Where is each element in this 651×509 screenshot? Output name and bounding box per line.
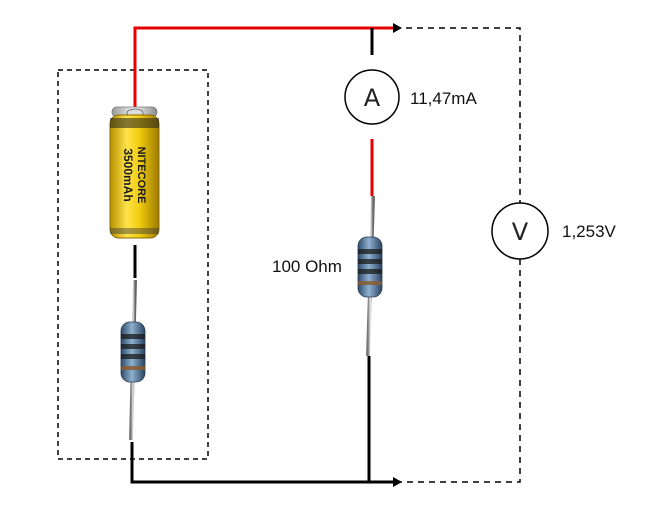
ammeter: A <box>344 69 400 125</box>
voltmeter: V <box>491 202 549 260</box>
voltmeter-reading: 1,253V <box>562 222 617 241</box>
voltmeter-symbol: V <box>512 218 529 246</box>
arrow-top-icon <box>393 23 402 33</box>
ammeter-reading: 11,47mA <box>410 89 477 108</box>
load-resistor-label: 100 Ohm <box>272 257 342 276</box>
voltmeter-leads <box>395 27 521 483</box>
battery-capacity: 3500mAh <box>121 148 135 201</box>
negative-wire <box>130 245 395 484</box>
arrow-bottom-icon <box>393 477 402 487</box>
internal-resistor <box>120 279 146 441</box>
load-resistor <box>357 195 383 357</box>
positive-wire <box>133 26 395 196</box>
battery-brand: NITECORE <box>135 147 147 204</box>
battery: NITECORE 3500mAh <box>109 106 160 239</box>
ammeter-symbol: A <box>364 84 381 112</box>
